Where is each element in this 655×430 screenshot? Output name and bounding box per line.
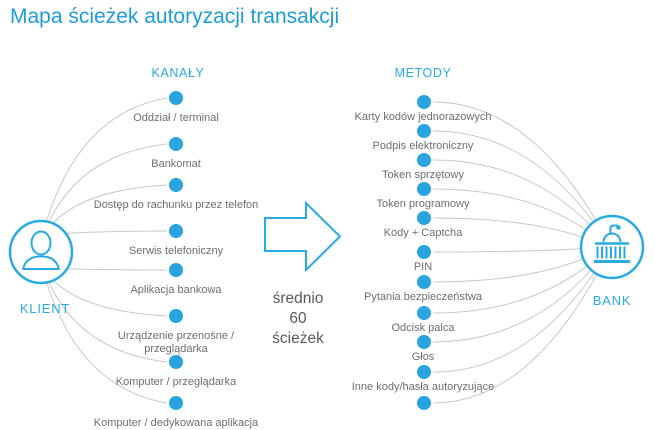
method-bank-curve <box>432 269 592 343</box>
right-arrow-icon <box>264 200 342 273</box>
method-node-dot <box>417 396 431 410</box>
method-node-dot <box>417 95 431 109</box>
method-label: Pytania bezpieczeństwa <box>363 291 482 303</box>
channel-label: Komputer / dedykowana aplikacja <box>93 417 259 429</box>
method-node-dot <box>417 365 431 379</box>
channel-label: Urządzenie przenośne / przeglądarka <box>117 330 235 355</box>
method-bank-curve <box>432 273 598 404</box>
client-label: KLIENT <box>19 301 71 316</box>
node-dots <box>169 91 431 410</box>
method-bank-curve <box>432 258 584 283</box>
channel-node-dot <box>169 178 183 192</box>
method-label: Token sprzętowy <box>382 169 464 181</box>
method-bank-curve <box>432 265 588 314</box>
method-label: Odcisk palca <box>391 322 455 334</box>
channel-label: Aplikacja bankowa <box>130 284 222 296</box>
method-label: Karty kodów jednorazowych <box>354 111 492 123</box>
methods-column-header: METODY <box>394 66 452 80</box>
method-node-dot <box>417 153 431 167</box>
client-to-channel-curves <box>46 97 168 404</box>
method-bank-curve <box>432 217 583 238</box>
channel-node-dot <box>169 309 183 323</box>
method-label: Inne kody/hasła autoryzujące <box>351 381 495 393</box>
method-node-dot <box>417 245 431 259</box>
method-bank-curve <box>432 248 582 253</box>
method-node-dot <box>417 306 431 320</box>
channel-label: Dostęp do rachunku przez telefon <box>93 199 259 211</box>
method-bank-curve <box>432 130 594 223</box>
channel-node-dot <box>169 263 183 277</box>
method-node-dot <box>417 335 431 349</box>
channels-column-header: KANAŁY <box>151 66 205 80</box>
channel-node-dot <box>169 396 183 410</box>
client-channel-curve <box>65 230 168 234</box>
channel-node-dot <box>169 224 183 238</box>
client-channel-curve <box>53 280 168 317</box>
method-label: Podpis elektroniczny <box>372 140 474 152</box>
average-paths-annotation: średnio 60 ścieżek <box>246 289 350 349</box>
method-node-dot <box>417 275 431 289</box>
annotation-line: ścieżek <box>272 330 324 347</box>
channel-node-dot <box>169 91 183 105</box>
client-channel-curve <box>48 143 168 223</box>
client-channel-curve <box>67 268 168 271</box>
client-channel-curve <box>48 281 168 363</box>
method-label: Kody + Captcha <box>383 227 463 239</box>
method-bank-curve <box>432 272 595 373</box>
channel-node-dot <box>169 137 183 151</box>
channel-label: Oddział / terminal <box>133 112 219 124</box>
person-icon <box>8 219 74 285</box>
method-label: PIN <box>413 261 433 273</box>
method-node-dot <box>417 211 431 225</box>
channel-label: Komputer / przeglądarka <box>115 376 237 388</box>
method-label: Głos <box>411 351 435 363</box>
annotation-line: 60 <box>289 310 307 327</box>
method-bank-curve <box>432 101 597 221</box>
bank-label: BANK <box>592 293 632 308</box>
page-title: Mapa ścieżek autoryzacji transakcji <box>10 5 340 28</box>
method-node-dot <box>417 182 431 196</box>
channel-node-dot <box>169 355 183 369</box>
method-bank-curve <box>432 159 591 226</box>
method-label: Token programowy <box>376 198 470 210</box>
channel-label: Serwis telefoniczny <box>128 245 224 257</box>
client-channel-curve <box>52 184 168 224</box>
client-channel-curve <box>46 97 168 222</box>
method-to-bank-curves <box>432 101 598 404</box>
method-bank-curve <box>432 188 587 231</box>
client-channel-curve <box>46 282 168 404</box>
bank-building-icon <box>579 214 645 280</box>
channel-label: Bankomat <box>151 158 201 170</box>
method-node-dot <box>417 124 431 138</box>
annotation-line: średnio <box>272 290 324 307</box>
